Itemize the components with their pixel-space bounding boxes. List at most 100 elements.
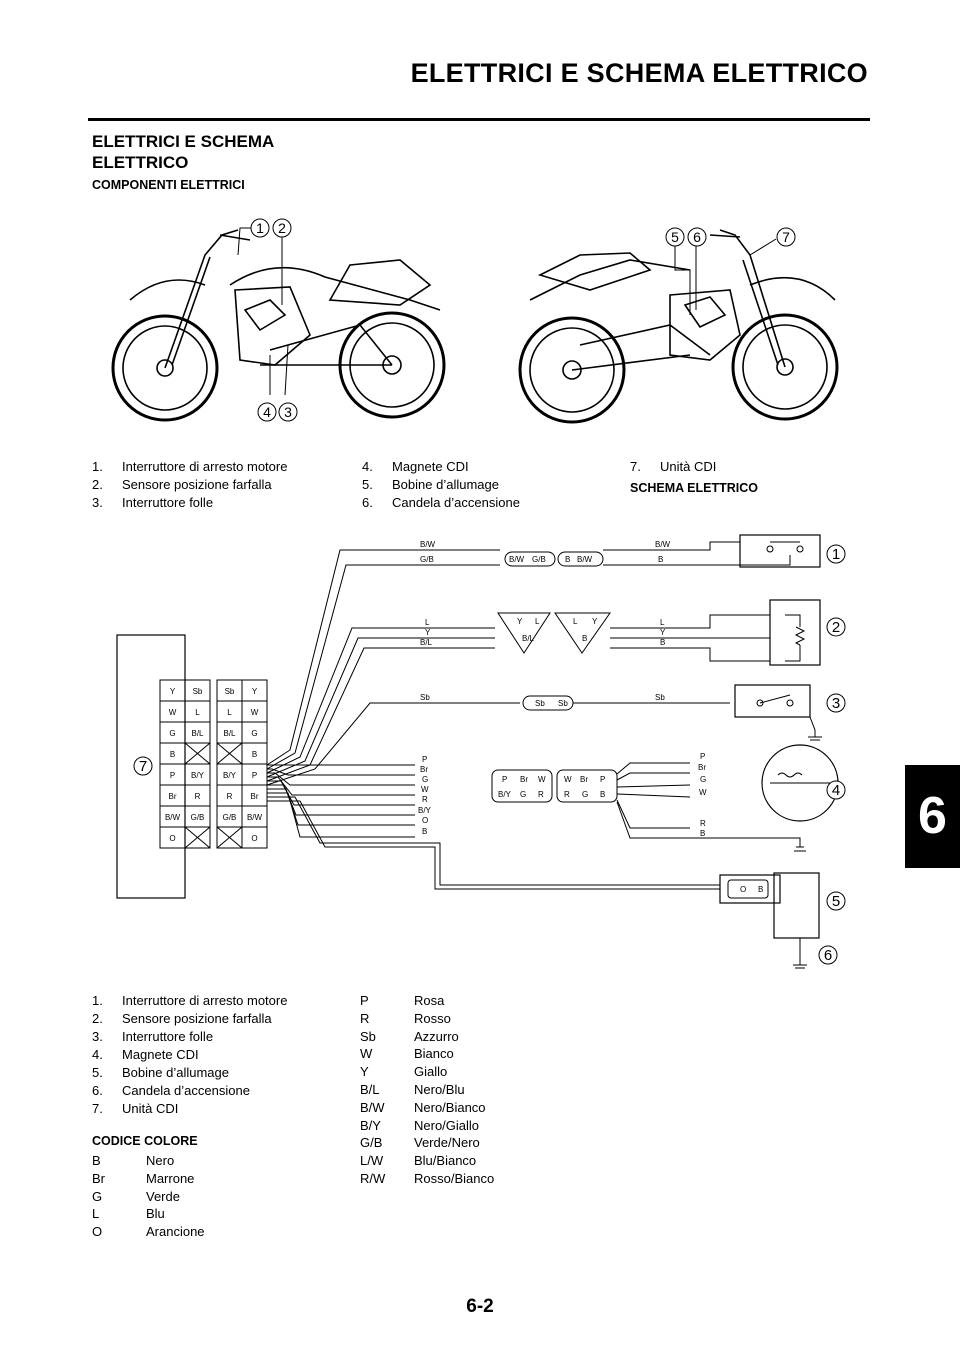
components-heading: COMPONENTI ELETTRICI bbox=[92, 178, 245, 192]
cdi-left-pin: G/B bbox=[191, 813, 205, 822]
cdi-right-pin: G bbox=[251, 729, 257, 738]
list-item: 4.Magnete CDI bbox=[92, 1047, 199, 1062]
cdi-left-pin: B bbox=[170, 750, 175, 759]
callout-circle bbox=[278, 402, 298, 422]
connector-pin: L bbox=[535, 617, 540, 626]
wire-label: L bbox=[660, 618, 665, 627]
callout-7: 7 bbox=[139, 758, 147, 775]
components-list-col2: 4.Magnete CDI 5.Bobine d’allumage 6.Cand… bbox=[362, 458, 622, 512]
callout-2: 2 bbox=[832, 619, 840, 636]
cdi-right-pin: P bbox=[252, 771, 257, 780]
connector-pin: G bbox=[582, 790, 588, 799]
wire-labels: B/W G/B B/W G/B B B/W B/W B L Y B/L Y L … bbox=[418, 540, 763, 894]
cdi-left-pin: W bbox=[169, 708, 177, 717]
page-header-title: ELETTRICI E SCHEMA ELETTRICO bbox=[410, 58, 868, 88]
callout-3: 3 bbox=[284, 404, 292, 420]
cdi-right-pin: Y bbox=[252, 687, 258, 696]
cdi-empty-pin-cross bbox=[216, 742, 243, 765]
wire-label: B/L bbox=[420, 638, 433, 647]
callout-3: 3 bbox=[832, 695, 840, 712]
cdi-left-pin: Sb bbox=[193, 687, 203, 696]
callout-circle bbox=[818, 945, 838, 965]
connector-pin: Y bbox=[592, 617, 598, 626]
callout-6: 6 bbox=[824, 947, 832, 964]
callout-4: 4 bbox=[263, 404, 271, 420]
connector-pin: W bbox=[564, 775, 572, 784]
list-item: 1.Interruttore di arresto motore bbox=[92, 993, 288, 1008]
callout-circle bbox=[133, 756, 153, 776]
wire-label: Br bbox=[698, 763, 706, 772]
callout-6: 6 bbox=[693, 229, 701, 245]
connector-pin: B/L bbox=[522, 634, 535, 643]
list-item: 4.Magnete CDI bbox=[362, 459, 469, 474]
cdi-empty-pin-cross bbox=[216, 826, 243, 849]
connector-pin: L bbox=[573, 617, 578, 626]
chapter-tab[interactable]: 6 bbox=[905, 765, 960, 868]
cdi-empty-pin-cross bbox=[184, 742, 211, 765]
callout-circle bbox=[272, 218, 292, 238]
connector-pin: P bbox=[502, 775, 507, 784]
list-item: 6.Candela d’accensione bbox=[92, 1083, 250, 1098]
connector-pin: Sb bbox=[558, 699, 568, 708]
wire-label: O bbox=[422, 816, 428, 825]
list-item: 1.Interruttore di arresto motore bbox=[92, 459, 288, 474]
callout-1: 1 bbox=[256, 220, 264, 236]
cdi-right-pin: B bbox=[252, 750, 257, 759]
cdi-left-pin: Y bbox=[170, 687, 176, 696]
list-item: 6.Candela d’accensione bbox=[362, 495, 520, 510]
page-number: 6-2 bbox=[466, 1296, 494, 1317]
connector-pin: G/B bbox=[532, 555, 546, 564]
callout-1: 1 bbox=[832, 546, 840, 563]
connector-pin: Br bbox=[520, 775, 528, 784]
wire-label: G bbox=[700, 775, 706, 784]
header-rule bbox=[88, 118, 870, 121]
cdi-left-pin: R bbox=[195, 792, 201, 801]
wire-label: B bbox=[700, 829, 705, 838]
connector-pin: B/W bbox=[577, 555, 593, 564]
connector-pin: P bbox=[600, 775, 605, 784]
leader-lines bbox=[237, 227, 777, 396]
connector-pin: Br bbox=[580, 775, 588, 784]
wire-label: L bbox=[425, 618, 430, 627]
wire-label: Sb bbox=[420, 693, 430, 702]
callout-circle bbox=[826, 693, 846, 713]
tps-box bbox=[769, 599, 821, 666]
wire-label: Sb bbox=[655, 693, 665, 702]
cdi-right-pin: O bbox=[251, 834, 257, 843]
connector-pin: B bbox=[758, 885, 763, 894]
cdi-empty-pin-cross bbox=[184, 826, 211, 849]
wire-label: B bbox=[422, 827, 427, 836]
wire-label: Y bbox=[660, 628, 666, 637]
callout-circle bbox=[257, 402, 277, 422]
diagram-callouts: 1 2 3 4 5 6 7 bbox=[133, 544, 846, 965]
photo-callouts: 1 2 4 3 5 6 7 bbox=[250, 218, 796, 422]
cdi-left-pin: P bbox=[170, 771, 175, 780]
neutral-switch-box bbox=[734, 684, 811, 718]
cdi-left-pin: B/L bbox=[191, 729, 204, 738]
section-title-line2: ELETTRICO bbox=[92, 153, 189, 172]
wire-label: P bbox=[700, 752, 705, 761]
wiring-heading: SCHEMA ELETTRICO bbox=[630, 481, 759, 495]
callout-circle bbox=[250, 218, 270, 238]
callout-circle bbox=[826, 617, 846, 637]
cdi-left-pin: G bbox=[169, 729, 175, 738]
cdi-right-pin: Br bbox=[251, 792, 259, 801]
cdi-right-pin: W bbox=[251, 708, 259, 717]
wire-label: G/B bbox=[420, 555, 434, 564]
callout-circle bbox=[776, 227, 796, 247]
wire-label: B/W bbox=[655, 540, 671, 549]
